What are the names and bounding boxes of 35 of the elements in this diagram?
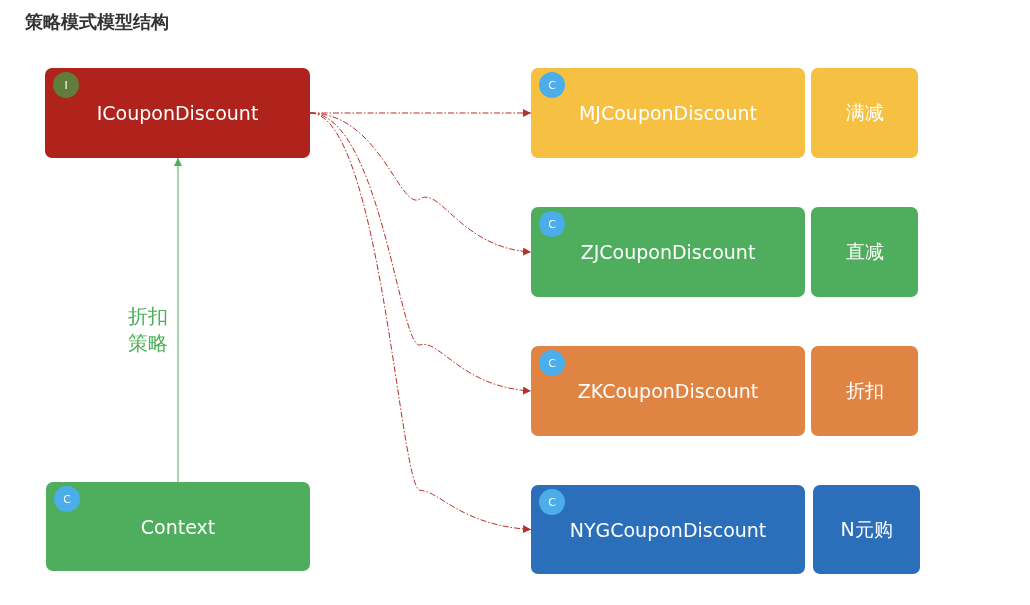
badge xyxy=(54,486,80,512)
box-label: ZKCouponDiscount xyxy=(577,380,759,402)
tag-box xyxy=(811,68,918,158)
box-label: Context xyxy=(140,515,216,538)
box-label: 折扣 xyxy=(845,378,884,403)
badge-letter: C xyxy=(63,492,71,506)
tag-box xyxy=(811,346,918,436)
badge-letter: C xyxy=(548,495,556,509)
box-label: MJCouponDiscount xyxy=(578,102,758,124)
class-box xyxy=(46,482,310,571)
tag-box xyxy=(811,207,918,297)
title: 策略模式模型结构 xyxy=(25,10,169,34)
box-label: NYGCouponDiscount xyxy=(569,518,767,541)
badge-letter: C xyxy=(548,217,556,231)
box-label: ZJCouponDiscount xyxy=(580,241,756,263)
badge xyxy=(539,350,565,376)
badge xyxy=(539,72,565,98)
box-label: 直减 xyxy=(845,239,884,264)
badge-letter: C xyxy=(548,78,556,92)
class-box xyxy=(531,346,805,436)
badge-letter: I xyxy=(64,78,68,92)
class-box xyxy=(531,485,805,574)
badge xyxy=(539,211,565,237)
tag-box xyxy=(813,485,920,574)
box-label: 满减 xyxy=(845,100,884,125)
badge xyxy=(53,72,79,98)
box-label: ICouponDiscount xyxy=(96,102,259,124)
class-box xyxy=(45,68,310,158)
class-box xyxy=(531,68,805,158)
arrow xyxy=(309,112,532,533)
class-box xyxy=(531,207,805,297)
arrow xyxy=(174,157,182,483)
box-label: N元购 xyxy=(840,516,893,542)
badge xyxy=(539,489,565,515)
badge-letter: C xyxy=(548,356,556,370)
